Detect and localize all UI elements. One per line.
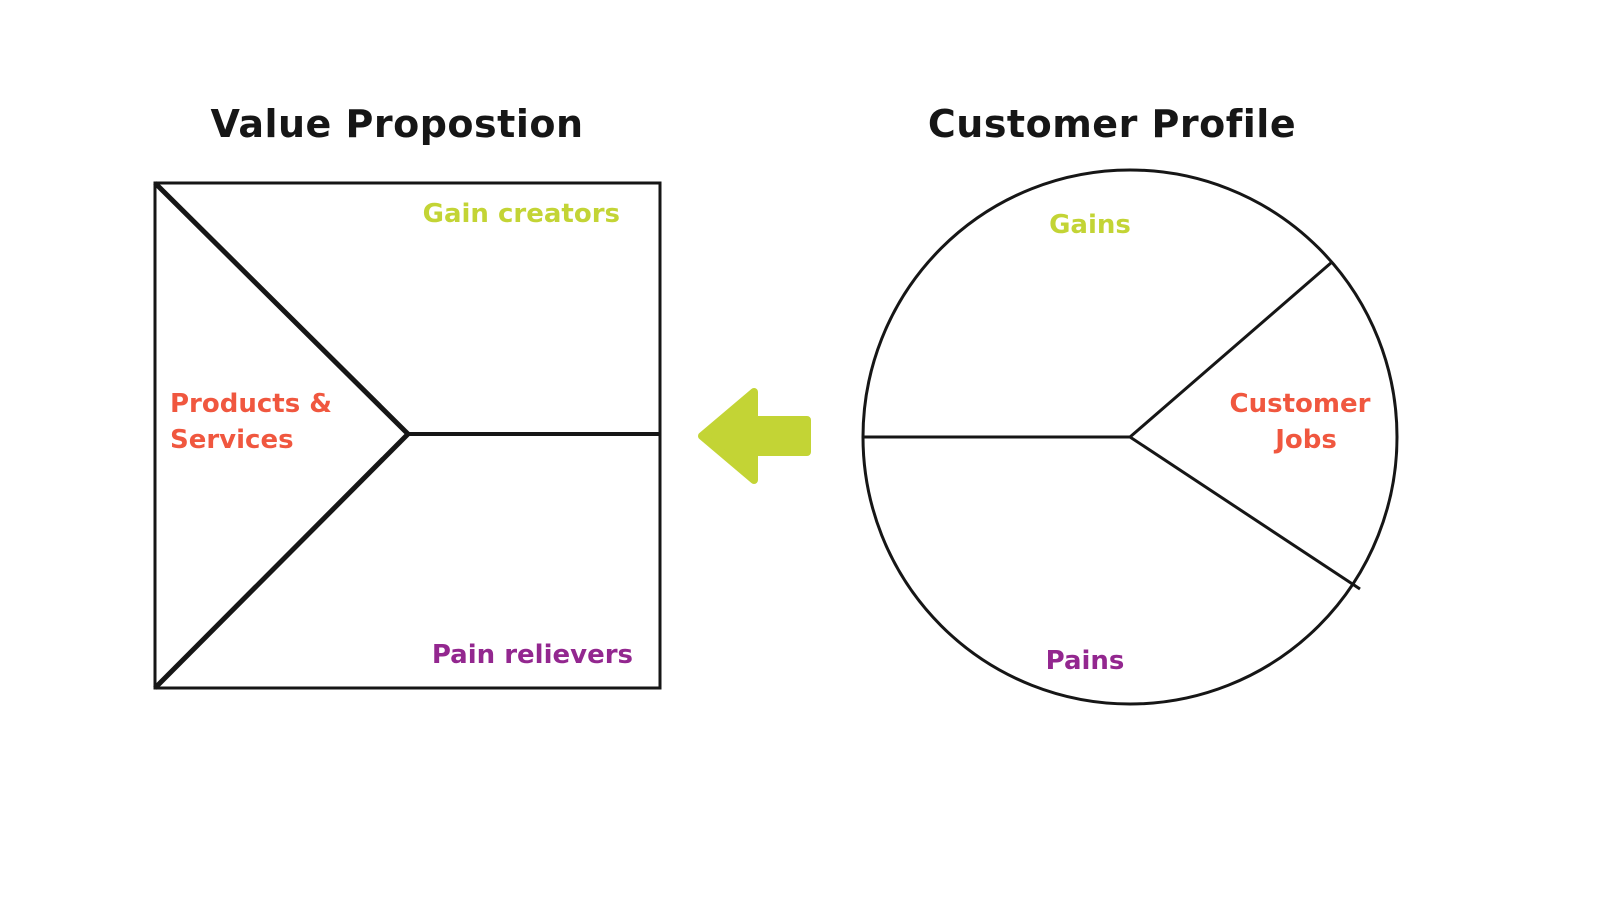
square-diagonal-bottom [153,432,410,690]
gain-creators-label: Gain creators [423,199,620,229]
left-arrow-icon [698,388,811,484]
customer-profile-circle [861,168,1399,706]
value-proposition-square [153,181,662,690]
customer-profile-title: Customer Profile [928,102,1296,146]
products-services-label-line2: Services [170,425,294,455]
value-proposition-title: Value Propostion [210,102,583,146]
customer-jobs-label-line1: Customer [1230,389,1371,419]
circle-divider-lower-right [1129,435,1361,591]
gains-label: Gains [1049,210,1131,240]
pain-relievers-label: Pain relievers [432,640,633,670]
square-diagonal-top [153,181,410,436]
products-services-label-line1: Products & [170,389,332,419]
customer-jobs-label-line2: Jobs [1273,425,1337,455]
pains-label: Pains [1046,646,1125,676]
circle-divider-upper-right [1129,260,1333,439]
